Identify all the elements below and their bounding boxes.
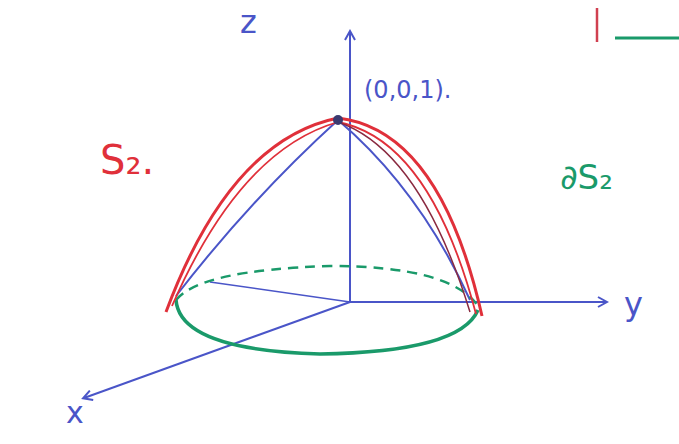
surface-outline	[172, 122, 476, 314]
fragment-line	[615, 37, 679, 40]
z-axis	[349, 32, 351, 302]
fragment-stroke	[596, 8, 599, 42]
cone-line	[338, 120, 470, 300]
x-axis	[84, 302, 350, 398]
cone-line	[176, 120, 338, 296]
apex-point	[333, 115, 343, 125]
surface-label: S₂.	[100, 140, 154, 180]
boundary-label: ∂S₂	[560, 160, 613, 194]
guide-line	[210, 282, 350, 302]
axis-label: y	[624, 288, 643, 320]
surface-outline	[338, 122, 470, 312]
surface-outline	[166, 118, 482, 316]
axis-label: x	[66, 398, 84, 428]
axis-label: z	[240, 6, 257, 38]
point-label: (0,0,1).	[364, 78, 451, 102]
boundary-front	[176, 300, 478, 354]
boundary-back	[176, 266, 478, 306]
